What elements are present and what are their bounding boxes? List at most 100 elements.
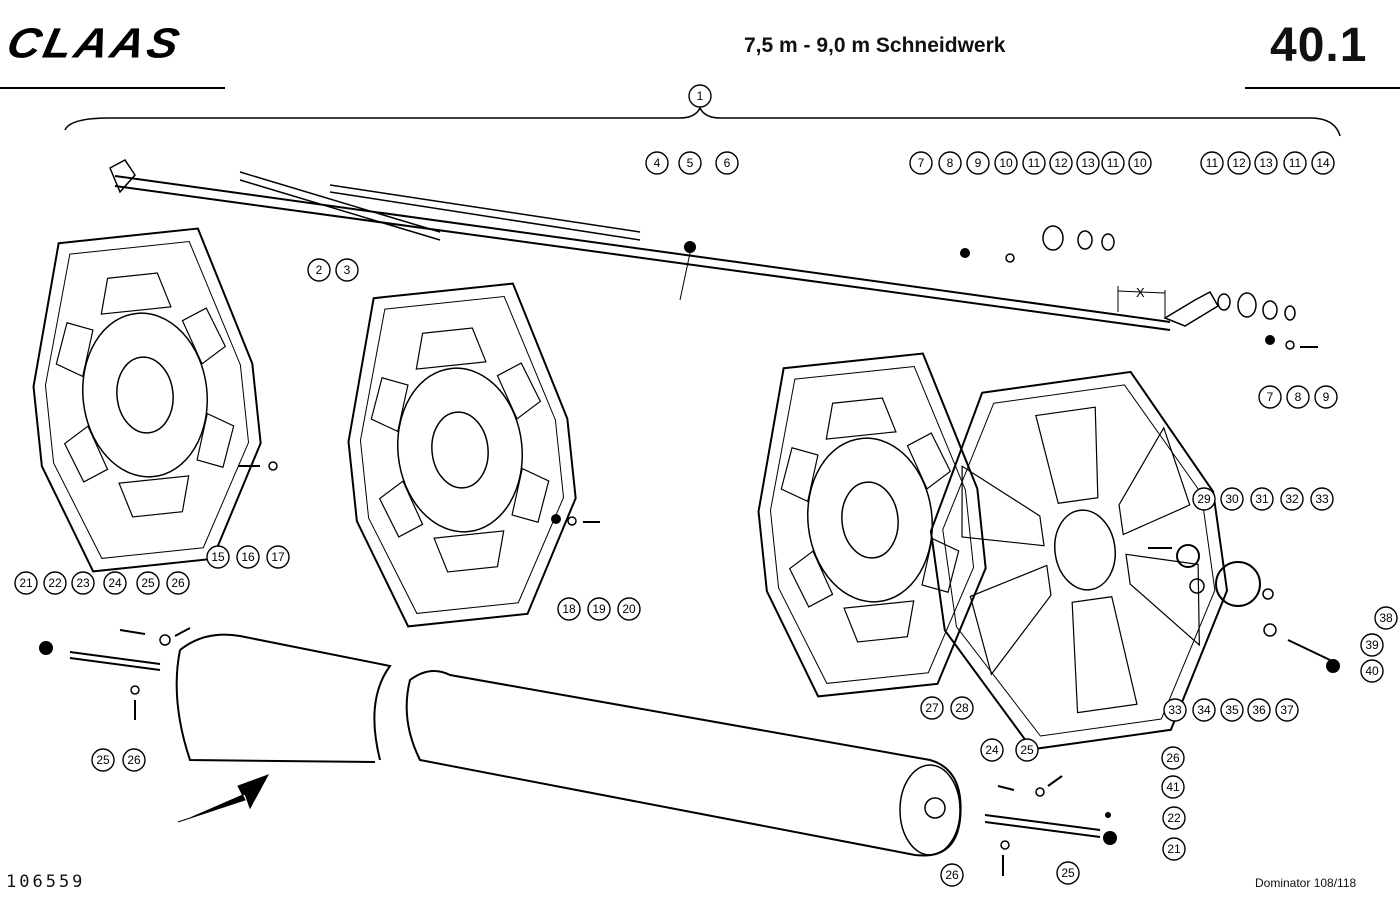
document-number: 106559	[6, 872, 86, 892]
callout-number: 33	[1315, 492, 1329, 506]
callout-number: 35	[1225, 703, 1239, 717]
callout-number: 37	[1280, 703, 1294, 717]
callout-circle	[1220, 698, 1244, 722]
callout-circle	[688, 84, 712, 108]
callout-number: 11	[1107, 156, 1120, 170]
callout-number: 11	[1206, 156, 1219, 170]
callout-circle	[950, 696, 974, 720]
callout-circle	[166, 571, 190, 595]
header-rule-left	[0, 87, 225, 89]
callout-number: 25	[141, 576, 155, 590]
callout-number: 12	[1054, 156, 1068, 170]
callout-number: 5	[687, 156, 694, 170]
callout-number: 39	[1365, 638, 1379, 652]
callout-circle	[980, 738, 1004, 762]
callout-number: 21	[1167, 842, 1181, 856]
callout-number: 4	[654, 156, 661, 170]
callout-number: 2	[316, 263, 323, 277]
callout-circle	[1314, 385, 1338, 409]
callout-circle	[136, 571, 160, 595]
callout-number: 28	[955, 701, 969, 715]
callout-circle	[91, 748, 115, 772]
callout-circle	[645, 151, 669, 175]
callout-number: 25	[96, 753, 110, 767]
callout-circle	[1161, 775, 1185, 799]
callout-circle	[103, 571, 127, 595]
callout-circle	[1360, 633, 1384, 657]
callout-number: 29	[1197, 492, 1211, 506]
callout-circle	[1374, 606, 1398, 630]
callout-circle	[1311, 151, 1335, 175]
machine-model: Dominator 108/118	[1255, 876, 1357, 890]
callout-number: 1	[697, 89, 704, 103]
callout-circle	[1220, 487, 1244, 511]
callout-circle	[1310, 487, 1334, 511]
callout-number: 26	[945, 868, 959, 882]
callout-circle	[940, 863, 964, 887]
callout-number: 14	[1316, 156, 1330, 170]
callout-circle	[1162, 806, 1186, 830]
callout-number: 19	[592, 602, 606, 616]
callout-circle	[1162, 837, 1186, 861]
callout-circle	[678, 151, 702, 175]
callout-number: 15	[211, 550, 225, 564]
dimension-label: X	[1136, 285, 1145, 300]
callout-number: 33	[1168, 703, 1182, 717]
callout-number: 40	[1365, 664, 1379, 678]
callout-circle	[43, 571, 67, 595]
callout-number: 10	[1133, 156, 1147, 170]
callout-number: 13	[1259, 156, 1273, 170]
callout-number: 8	[1295, 390, 1302, 404]
callout-circle	[1101, 151, 1125, 175]
callout-circle	[1360, 659, 1384, 683]
callout-number: 38	[1379, 611, 1393, 625]
callout-number: 9	[975, 156, 982, 170]
callout-circle	[966, 151, 990, 175]
callout-number: 34	[1197, 703, 1211, 717]
callout-circle	[266, 545, 290, 569]
callout-circle	[1022, 151, 1046, 175]
group-bracket	[64, 106, 1341, 137]
callout-circle	[1247, 698, 1271, 722]
callout-circle	[909, 151, 933, 175]
callout-number: 32	[1285, 492, 1299, 506]
paddle-middle	[332, 278, 589, 632]
callout-circle	[1275, 698, 1299, 722]
callout-circle	[236, 545, 260, 569]
callout-number: 11	[1028, 156, 1041, 170]
callout-number: 23	[76, 576, 90, 590]
callout-circle	[1192, 698, 1216, 722]
callout-circle	[1128, 151, 1152, 175]
callout-circle	[1192, 487, 1216, 511]
dimension-x	[1117, 286, 1166, 318]
callout-number: 26	[1166, 751, 1180, 765]
callout-number: 7	[918, 156, 925, 170]
hardware-bolts	[39, 225, 1318, 876]
callout-circle	[617, 597, 641, 621]
callout-circle	[994, 151, 1018, 175]
callout-circle	[206, 545, 230, 569]
callout-circle	[1163, 698, 1187, 722]
callout-circle	[335, 258, 359, 282]
callout-circle	[587, 597, 611, 621]
page-title: 7,5 m - 9,0 m Schneidwerk	[744, 34, 1006, 57]
callout-circle	[715, 151, 739, 175]
callout-number: 7	[1267, 390, 1274, 404]
callout-number: 24	[985, 743, 999, 757]
callout-circle	[71, 571, 95, 595]
callout-number: 27	[925, 701, 939, 715]
callout-number: 6	[724, 156, 731, 170]
callout-number: 13	[1081, 156, 1095, 170]
header-rule-right	[1245, 87, 1400, 89]
callout-number: 12	[1232, 156, 1246, 170]
callout-circle	[1227, 151, 1251, 175]
callout-circle	[938, 151, 962, 175]
callout-circle	[1161, 746, 1185, 770]
paddle-right	[742, 348, 999, 702]
page-number: 40.1	[1270, 19, 1368, 72]
direction-arrow	[177, 774, 270, 823]
callout-circle	[1254, 151, 1278, 175]
callout-number: 17	[271, 550, 285, 564]
callout-number: 3	[344, 263, 351, 277]
